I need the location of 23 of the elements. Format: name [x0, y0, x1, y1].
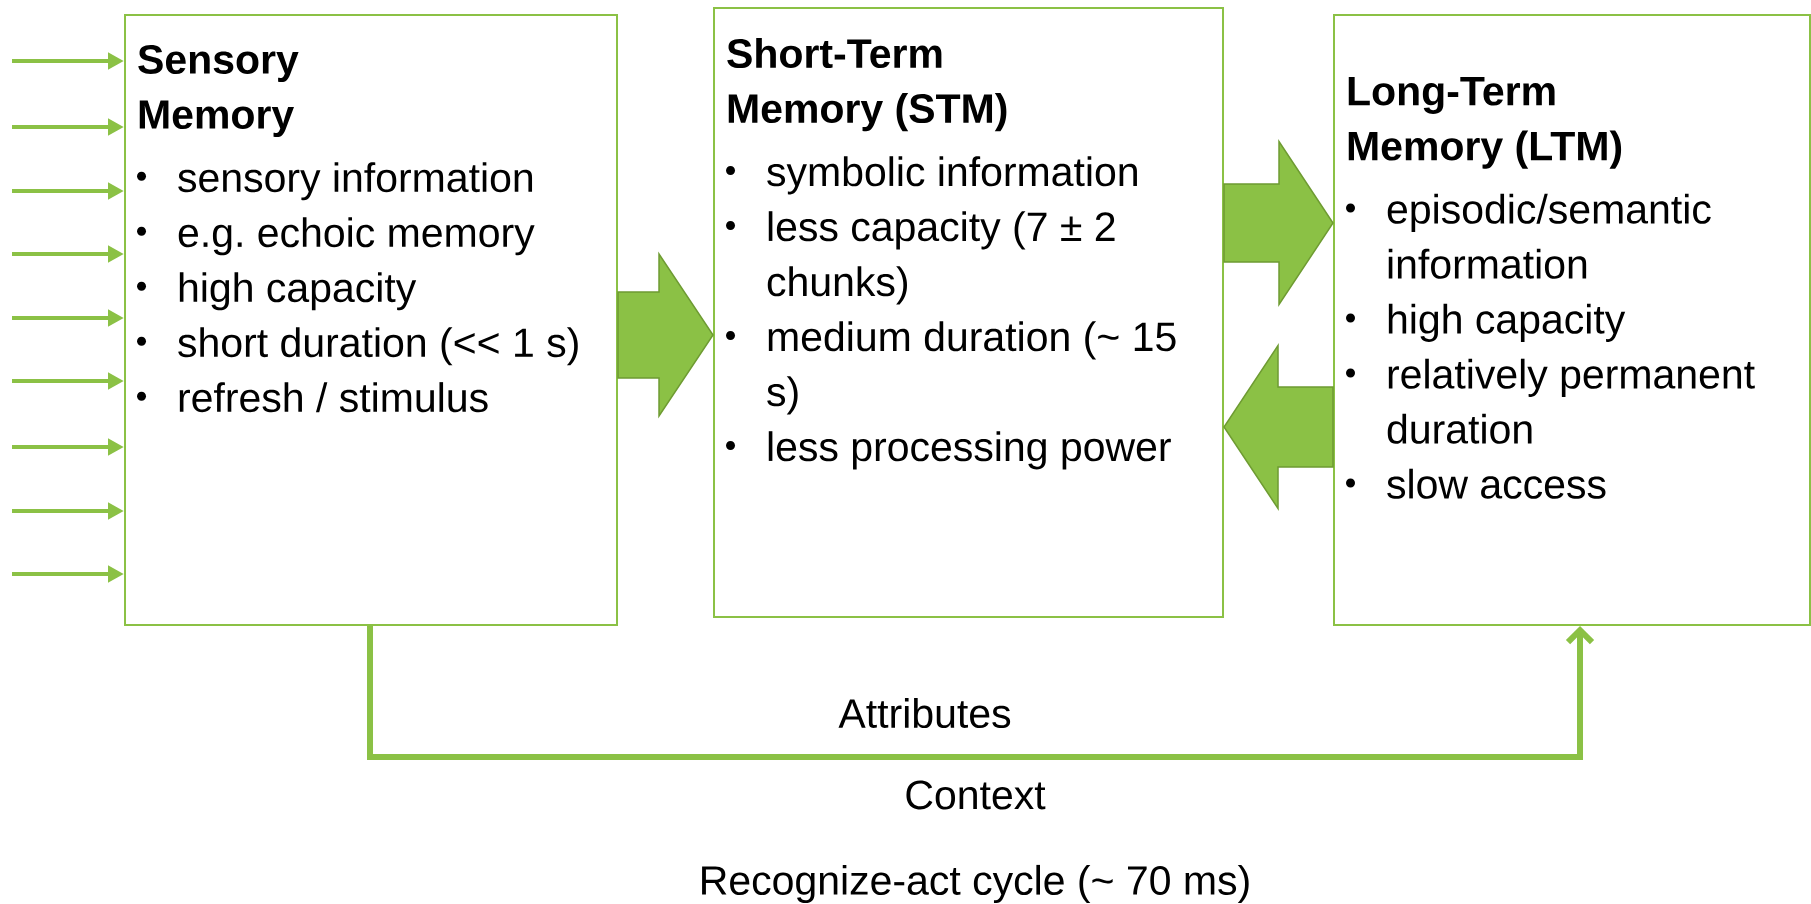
bullet-item: slow access [1346, 468, 1606, 499]
memory-box [713, 7, 1224, 618]
box-heading: Short-Term Memory (STM) [727, 38, 1007, 132]
bullet-item: refresh / stimulus [137, 382, 488, 413]
memory-box [1333, 14, 1811, 626]
block-arrow [1223, 343, 1334, 511]
bullet-item: high capacity [137, 272, 417, 311]
bullet-item: medium duration (~ 15 s) [726, 321, 1176, 415]
box-heading: Long-Term Memory (LTM) [1348, 77, 1622, 169]
memory-box [124, 14, 618, 626]
block-arrow [1223, 139, 1334, 307]
block-arrow [617, 251, 714, 419]
edge-label: Attributes [838, 697, 1011, 729]
bullet-item: symbolic information [726, 156, 1137, 195]
bullet-item: high capacity [1346, 303, 1626, 342]
bullet-item: e.g. echoic memory [137, 217, 535, 256]
connector-arrow [367, 626, 1595, 760]
bullet-item: short duration (<< 1 s) [137, 327, 578, 366]
note-text: Recognize-act cycle (~ 70 ms) [702, 864, 1249, 904]
bullet-item: less capacity (7 ± 2 chunks) [726, 211, 1115, 305]
note-text: Context [906, 780, 1046, 810]
bullet-item: sensory information [137, 162, 533, 201]
bullet-item: less processing power [726, 431, 1171, 470]
